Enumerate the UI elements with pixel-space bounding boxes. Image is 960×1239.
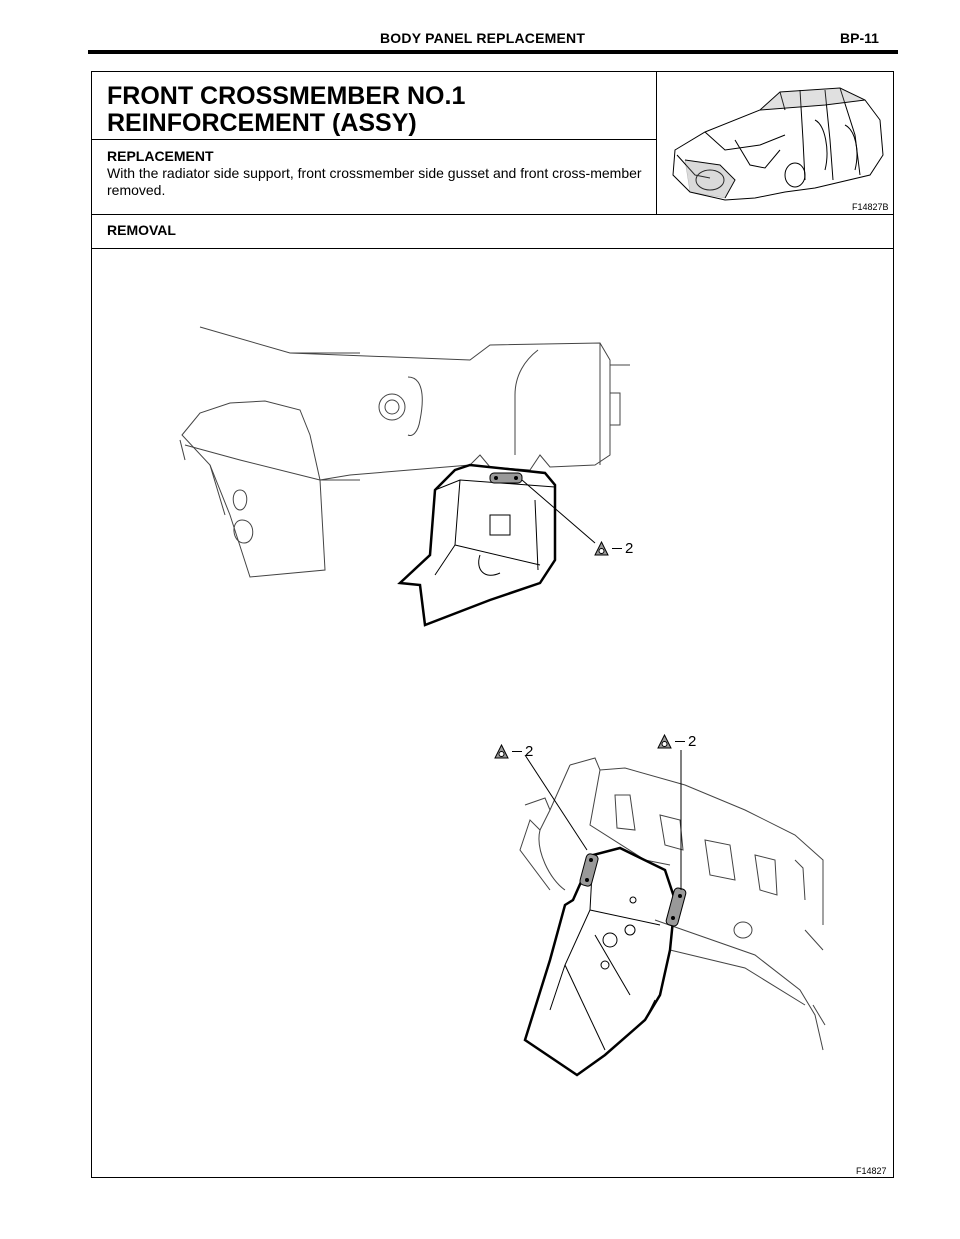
overview-figure-code: F14827B <box>852 202 889 212</box>
page-header-title: BODY PANEL REPLACEMENT <box>380 30 586 46</box>
header-divider <box>88 50 898 54</box>
section-divider <box>91 214 894 215</box>
weld-count-lower-left: 2 <box>525 743 534 760</box>
section-title-line1: FRONT CROSSMEMBER NO.1 <box>107 82 466 110</box>
page-number: BP-11 <box>840 30 879 46</box>
removal-divider <box>91 248 894 249</box>
weld-callout-upper: 2 <box>594 540 633 557</box>
section-title: FRONT CROSSMEMBER NO.1 REINFORCEMENT (AS… <box>107 83 627 137</box>
removal-heading: REMOVAL <box>107 222 176 238</box>
callout-dash <box>675 741 685 742</box>
spot-weld-icon <box>657 734 672 749</box>
weld-count-upper: 2 <box>625 540 634 557</box>
content-frame <box>91 71 894 1178</box>
callout-dash <box>512 751 522 752</box>
main-figure-code: F14827 <box>856 1166 887 1176</box>
section-title-line2: REINFORCEMENT (ASSY) <box>107 109 417 137</box>
lower-removal-diagram <box>519 750 826 1077</box>
upper-removal-diagram <box>179 326 630 627</box>
callout-dash <box>612 548 622 549</box>
title-divider <box>91 139 657 140</box>
weld-callout-lower-right: 2 <box>657 733 696 750</box>
weld-callout-lower-left: 2 <box>494 743 533 760</box>
spot-weld-icon <box>594 541 609 556</box>
replacement-body: With the radiator side support, front cr… <box>107 165 642 198</box>
weld-count-lower-right: 2 <box>688 733 697 750</box>
spot-weld-icon <box>494 744 509 759</box>
replacement-heading: REPLACEMENT <box>107 148 214 164</box>
car-body-illustration <box>672 87 884 201</box>
title-image-divider <box>656 71 657 215</box>
